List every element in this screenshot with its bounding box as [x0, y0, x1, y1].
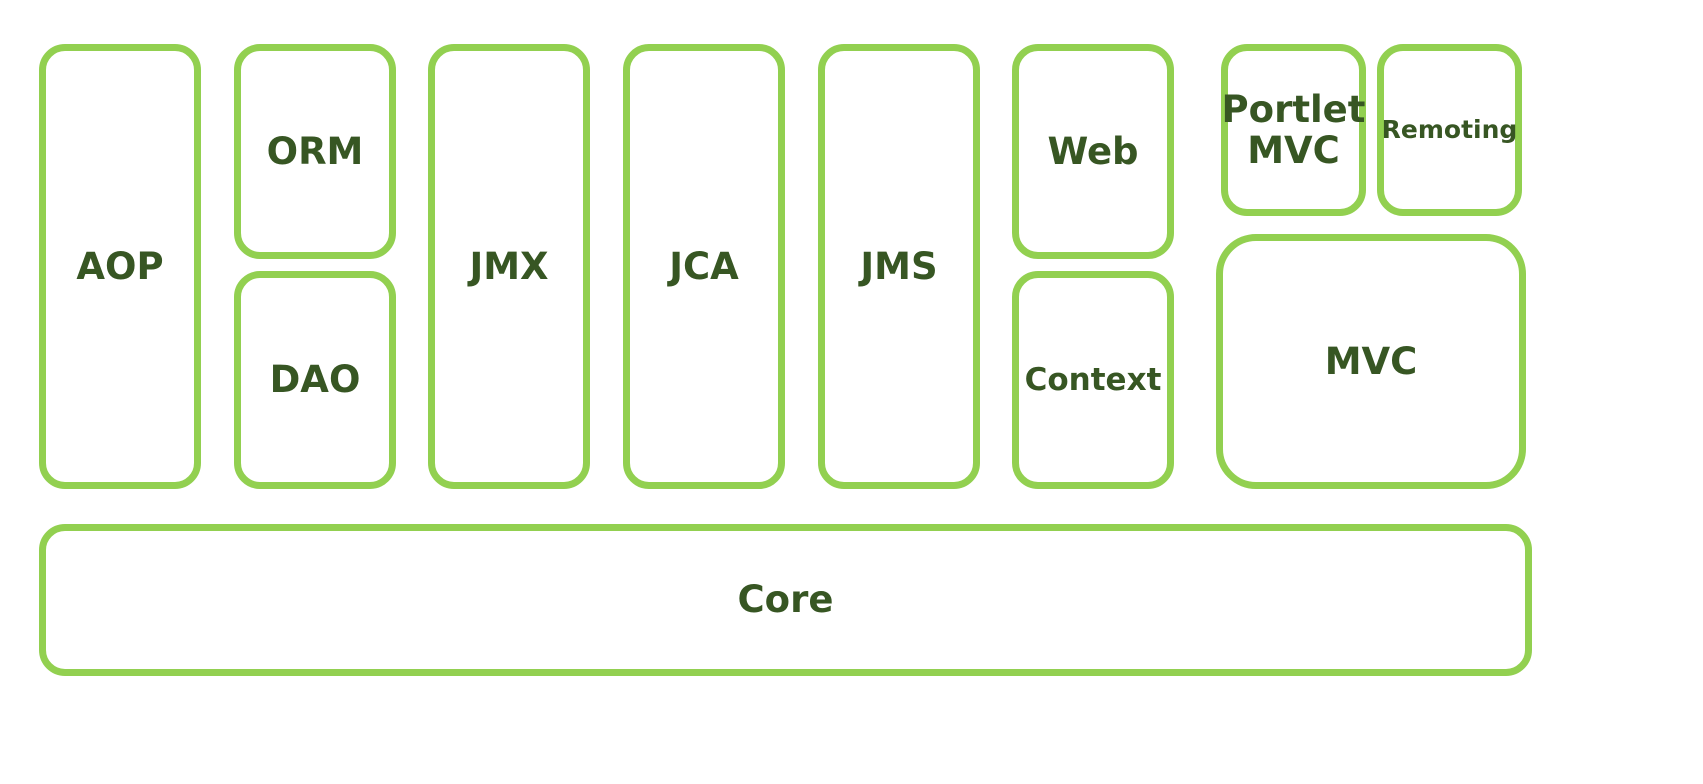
module-core: Core: [39, 524, 1532, 676]
module-dao-label: DAO: [269, 358, 361, 402]
module-web-label: Web: [1047, 129, 1139, 173]
module-portlet-mvc: Portlet MVC: [1221, 44, 1366, 216]
module-jmx-label: JMX: [469, 244, 549, 288]
module-orm-label: ORM: [266, 129, 364, 173]
module-aop-label: AOP: [76, 244, 164, 288]
module-mvc-label: MVC: [1324, 339, 1418, 383]
module-portlet-mvc-line2: MVC: [1247, 129, 1340, 172]
module-jmx: JMX: [428, 44, 590, 489]
module-portlet-mvc-label: Portlet MVC: [1221, 87, 1366, 172]
module-core-label: Core: [737, 578, 834, 622]
module-context: Context: [1012, 271, 1174, 489]
module-orm: ORM: [234, 44, 396, 259]
module-dao: DAO: [234, 271, 396, 489]
module-portlet-mvc-line1: Portlet: [1221, 87, 1366, 131]
module-context-label: Context: [1024, 361, 1162, 398]
module-jca: JCA: [623, 44, 785, 489]
module-aop: AOP: [39, 44, 201, 489]
module-jca-label: JCA: [669, 244, 739, 288]
module-remoting-label: Remoting: [1381, 115, 1518, 144]
module-web: Web: [1012, 44, 1174, 259]
module-mvc: MVC: [1216, 234, 1526, 489]
module-jms-label: JMS: [860, 244, 938, 288]
module-jms: JMS: [818, 44, 980, 489]
module-remoting: Remoting: [1377, 44, 1522, 216]
